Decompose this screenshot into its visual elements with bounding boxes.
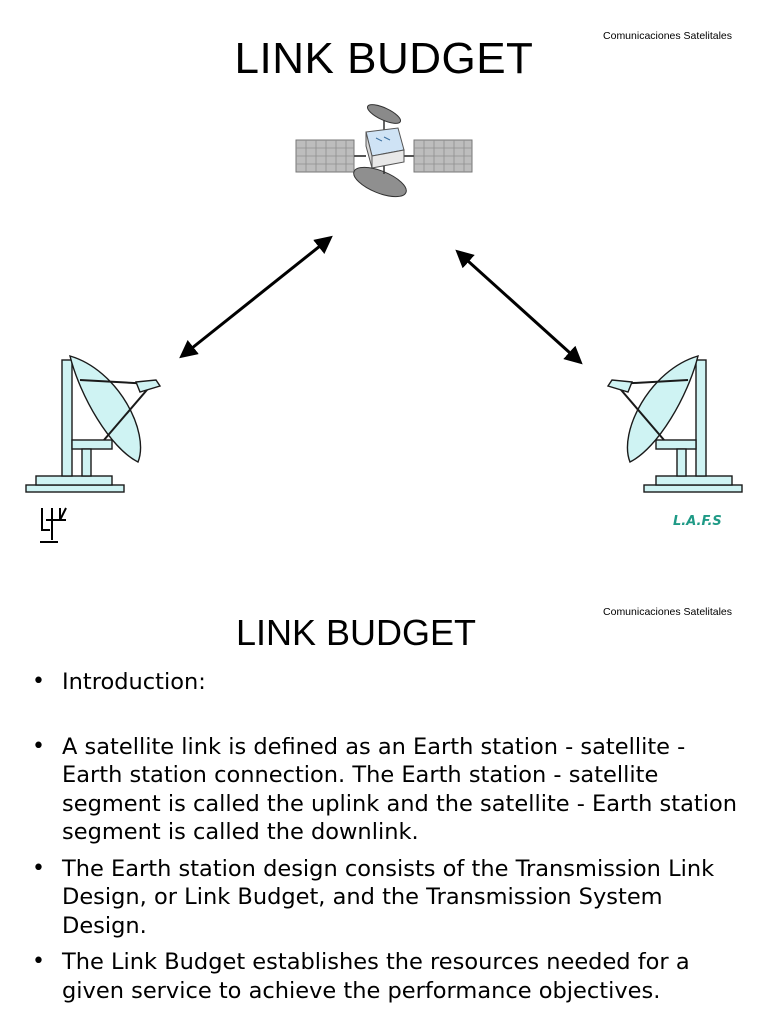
uplink-arrow — [179, 235, 333, 359]
slide-2: Comunicaciones Satelitales LINK BUDGET I… — [0, 576, 768, 1024]
earth-station-left-icon — [25, 354, 162, 493]
downlink-arrow — [455, 249, 583, 365]
slide-title: LINK BUDGET — [235, 612, 477, 653]
bullet-item: A satellite link is defined as an Earth … — [32, 733, 742, 847]
right-station-logo: L.A.F.S — [673, 514, 722, 529]
link-diagram: L.A.F.S — [25, 104, 743, 543]
left-station-logo-icon — [40, 507, 67, 543]
bullet-item: The Earth station design consists of the… — [32, 855, 742, 941]
satellite-icon — [295, 104, 473, 198]
slide-1: Comunicaciones Satelitales LINK BUDGET — [25, 30, 743, 543]
earth-station-right-icon — [606, 354, 743, 493]
slide-subject: Comunicaciones Satelitales — [603, 30, 732, 42]
bullet-item: Introduction: — [32, 668, 742, 697]
bullet-list: Introduction: A satellite link is define… — [32, 668, 742, 1005]
slide-subject: Comunicaciones Satelitales — [603, 606, 732, 618]
bullet-item: The Link Budget establishes the resource… — [32, 948, 742, 1005]
slide-title: LINK BUDGET — [234, 34, 534, 83]
